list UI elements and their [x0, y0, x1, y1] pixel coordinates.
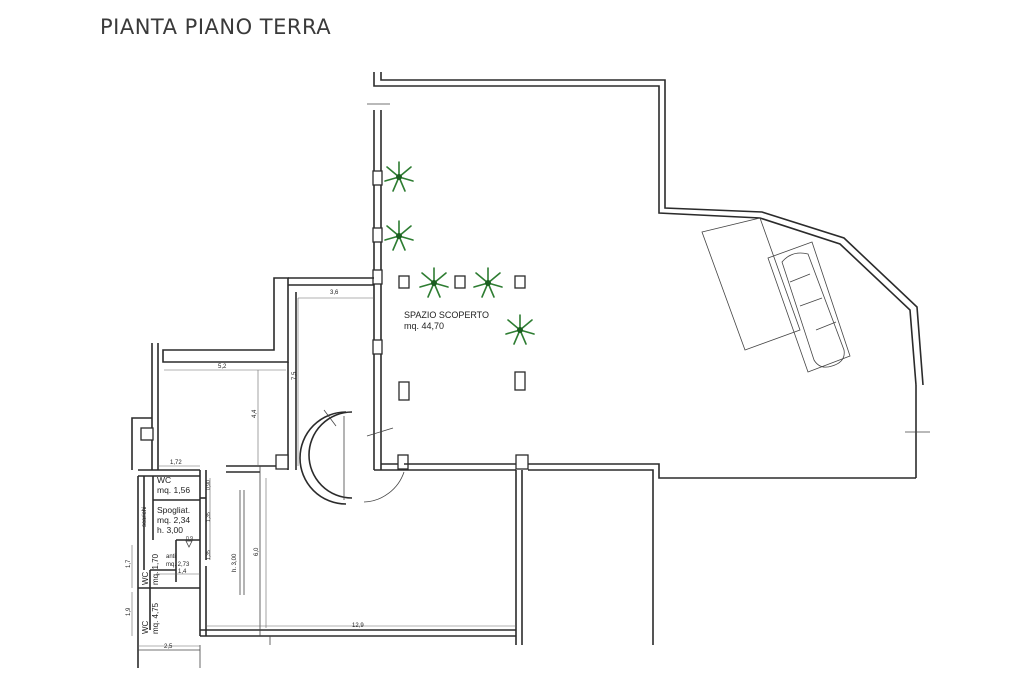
dim-5-2: 5,2: [218, 364, 227, 370]
dim-1-4: 1,4: [178, 569, 187, 575]
planter-posts: [372, 170, 529, 470]
plan-title: PIANTA PIANO TERRA: [100, 15, 331, 39]
parking-space: [701, 217, 851, 373]
wc3-name: WC: [141, 620, 150, 634]
plant-icon: [384, 161, 414, 192]
car-icon: [781, 252, 845, 368]
dim-12-9: 12,9: [352, 623, 364, 629]
dimension-lines: [131, 297, 516, 647]
dim-1-35: 1,35: [206, 512, 212, 522]
main-height: h. 3,00: [232, 553, 238, 572]
outdoor-space-name: SPAZIO SCOPERTO: [404, 310, 489, 320]
dim-7-5: 7,5: [292, 371, 298, 380]
wc3-area: mq. 4,75: [151, 602, 160, 634]
plant-icon: [419, 267, 449, 298]
wc1-name: WC: [157, 475, 171, 485]
spogliat-name: Spogliat.: [157, 505, 190, 515]
door-swing-icon: [299, 409, 405, 505]
spogliat-height: h. 3,00: [157, 525, 183, 535]
central-partition: [366, 103, 404, 471]
wc1-area: mq. 1,56: [157, 485, 190, 495]
dim-1-9: 1,9: [126, 607, 132, 616]
storage-label: scarichi: [142, 507, 148, 527]
dim-0-90: 0,90: [206, 480, 212, 490]
dim-6-0: 6,0: [254, 547, 260, 556]
plant-icon: [505, 314, 535, 345]
plant-icon: [384, 220, 414, 251]
indoor-walls: [131, 277, 916, 668]
dim-3-6: 3,6: [330, 290, 339, 296]
plant-icon: [473, 267, 503, 298]
anti-name: anti: [166, 554, 176, 560]
outdoor-perimeter: [373, 72, 930, 478]
dim-1-72: 1,72: [170, 460, 182, 466]
wc2-area: mq. 1,70: [151, 553, 160, 585]
outdoor-space-area: mq. 44,70: [404, 321, 444, 331]
anti-area: mq. 2,73: [166, 562, 190, 568]
wc2-name: WC: [141, 571, 150, 585]
dim-4-4: 4,4: [252, 409, 258, 418]
dim-0-9: 0,9: [186, 536, 193, 542]
dim-1-35b: 1,35: [206, 550, 212, 560]
spogliat-area: mq. 2,34: [157, 515, 190, 525]
dim-2-5: 2,5: [164, 644, 173, 650]
dim-1-7: 1,7: [126, 559, 132, 568]
